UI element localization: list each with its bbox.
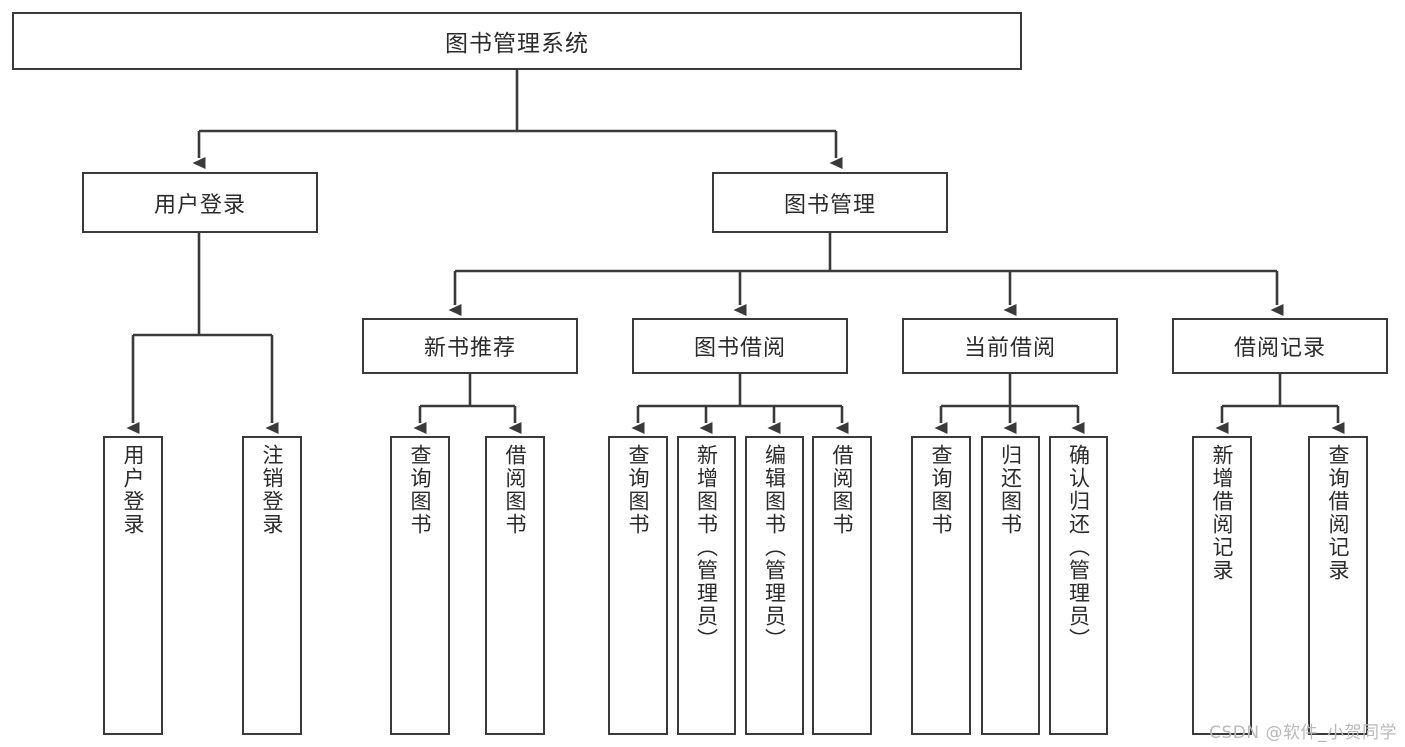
node-label: 新增借阅记录 xyxy=(1210,444,1235,582)
node-label: 查询图书 xyxy=(626,444,651,536)
node-leaf-confirm-return-admin[interactable]: 确认归还（管理员） xyxy=(1049,436,1108,735)
node-root-system[interactable]: 图书管理系统 xyxy=(12,12,1022,70)
node-leaf-borrow-book-recommend[interactable]: 借阅图书 xyxy=(485,436,545,735)
node-label: 查询借阅记录 xyxy=(1326,444,1351,582)
node-label: 新书推荐 xyxy=(423,336,516,361)
node-leaf-query-book-current[interactable]: 查询图书 xyxy=(911,436,971,735)
node-label: 图书管理系统 xyxy=(445,31,589,57)
node-label: 图书管理 xyxy=(783,192,876,218)
node-label: 查询图书 xyxy=(929,444,954,536)
node-label: 借阅记录 xyxy=(1233,336,1326,361)
node-label: 注销登录 xyxy=(260,444,285,536)
node-label: 用户登录 xyxy=(153,192,246,218)
node-leaf-add-book-admin[interactable]: 新增图书（管理员） xyxy=(677,436,736,735)
node-label: 用户登录 xyxy=(121,444,146,536)
node-leaf-return-book[interactable]: 归还图书 xyxy=(981,436,1040,735)
node-label: 查询图书 xyxy=(408,444,433,536)
node-label: 确认归还（管理员） xyxy=(1066,444,1091,651)
node-leaf-user-login[interactable]: 用户登录 xyxy=(103,436,163,735)
node-current-borrow[interactable]: 当前借阅 xyxy=(902,318,1118,374)
node-leaf-logout[interactable]: 注销登录 xyxy=(242,436,302,735)
node-new-book-recommend[interactable]: 新书推荐 xyxy=(362,318,578,374)
node-leaf-query-book-recommend[interactable]: 查询图书 xyxy=(390,436,450,735)
node-book-borrow[interactable]: 图书借阅 xyxy=(632,318,848,374)
node-label: 借阅图书 xyxy=(503,444,528,536)
node-label: 编辑图书（管理员） xyxy=(762,444,787,651)
node-book-management[interactable]: 图书管理 xyxy=(712,172,948,233)
node-label: 新增图书（管理员） xyxy=(694,444,719,651)
node-leaf-query-borrow-record[interactable]: 查询借阅记录 xyxy=(1308,436,1368,735)
node-user-login[interactable]: 用户登录 xyxy=(82,172,318,233)
node-label: 当前借阅 xyxy=(963,336,1056,361)
node-leaf-add-borrow-record[interactable]: 新增借阅记录 xyxy=(1192,436,1252,735)
node-leaf-query-book[interactable]: 查询图书 xyxy=(608,436,668,735)
node-label: 借阅图书 xyxy=(830,444,855,536)
node-leaf-borrow-book[interactable]: 借阅图书 xyxy=(812,436,872,735)
watermark-csdn: CSDN @软件_小贺同学 xyxy=(1209,723,1397,743)
node-borrow-record[interactable]: 借阅记录 xyxy=(1172,318,1388,374)
node-label: 图书借阅 xyxy=(693,336,786,361)
node-leaf-edit-book-admin[interactable]: 编辑图书（管理员） xyxy=(745,436,804,735)
node-label: 归还图书 xyxy=(998,444,1023,536)
